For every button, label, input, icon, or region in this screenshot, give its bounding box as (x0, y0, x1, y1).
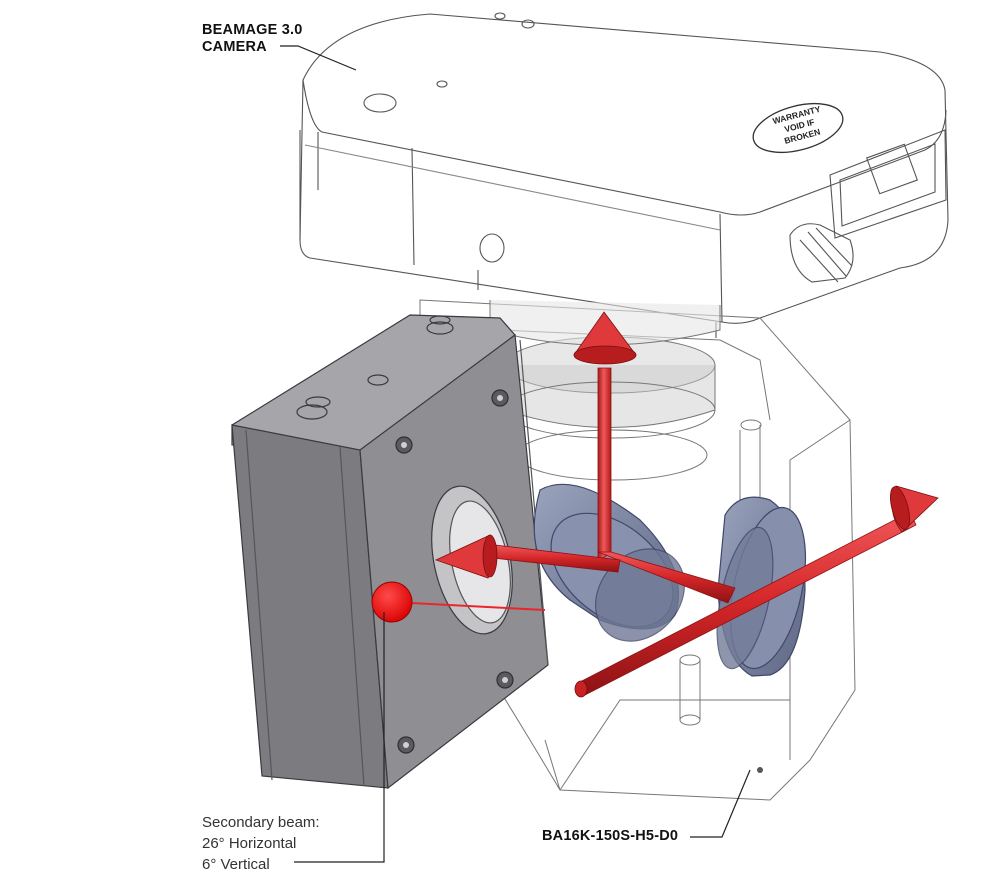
beamage-camera (299, 12, 949, 338)
secondary-beam-label: Secondary beam: 26° Horizontal 6° Vertic… (202, 812, 320, 875)
camera-label-line2: CAMERA (202, 39, 267, 55)
secondary-beam-line3: 6° Vertical (202, 856, 270, 873)
secondary-beam-line1: Secondary beam: (202, 814, 320, 831)
warranty-sticker: WARRANTY VOID IF BROKEN (752, 102, 844, 154)
beam-arrowheads (434, 311, 939, 698)
camera-label: BEAMAGE 3.0 CAMERA (202, 22, 303, 56)
attenuator-label: BA16K-150S-H5-D0 (542, 828, 679, 844)
leader-lines (280, 45, 751, 863)
secondary-beam-spot (371, 581, 546, 623)
secondary-beam-line2: 26° Horizontal (202, 835, 297, 852)
camera-label-line1: BEAMAGE 3.0 (202, 22, 303, 38)
laser-beams (492, 367, 917, 696)
